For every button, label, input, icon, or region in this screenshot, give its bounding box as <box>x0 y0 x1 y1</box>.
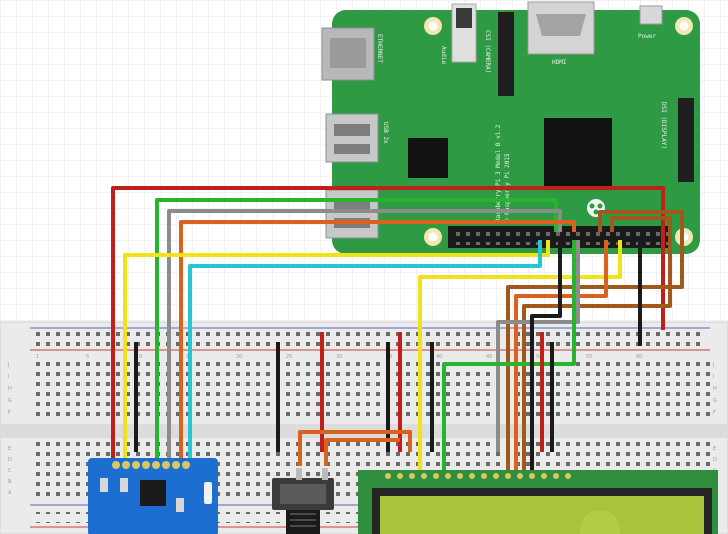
audio-jack <box>451 3 477 63</box>
col-number: 20 <box>236 354 242 360</box>
col-number: 10 <box>136 354 142 360</box>
col-number: 50 <box>536 354 542 360</box>
usb-label: USB 2x <box>382 122 389 144</box>
col-number: 1 <box>36 354 39 360</box>
raspberry-logo-icon <box>587 199 605 217</box>
lcd-screen <box>380 496 704 534</box>
usb-port-lower <box>325 189 379 239</box>
potentiometer[interactable] <box>272 468 334 534</box>
dsi-connector <box>678 98 694 182</box>
row-letter-j-right: J <box>712 362 714 368</box>
wire-cyan-signal[interactable] <box>188 240 542 462</box>
row-letter-e-right: E <box>713 446 716 452</box>
soc-chip <box>544 118 612 186</box>
sensor-module <box>88 458 218 534</box>
hdmi-label: HDMI <box>552 59 567 66</box>
wire-gray-lcd[interactable] <box>496 240 580 452</box>
wire-green-lcd[interactable] <box>442 240 576 470</box>
usb-controller-chip <box>408 138 448 178</box>
wires <box>111 186 684 470</box>
row-letter-e: E <box>8 446 11 452</box>
row-letter-a: A <box>8 490 12 496</box>
row-letter-d: D <box>8 457 12 463</box>
row-letter-i-right: I <box>713 374 714 380</box>
lcd-module <box>358 470 718 534</box>
row-letter-h: H <box>8 386 12 392</box>
row-letter-f: F <box>8 410 11 416</box>
wire-brown-lcd-1[interactable] <box>506 210 684 470</box>
wire-black-gpio-2[interactable] <box>530 240 562 470</box>
wire-brown-lcd-3[interactable] <box>522 216 672 470</box>
col-number: 40 <box>436 354 442 360</box>
wire-yellow-signal[interactable] <box>123 240 550 462</box>
usb-port-upper <box>325 113 379 163</box>
col-number: 60 <box>636 354 642 360</box>
model-label: Raspberry Pi 3 Model B v1.2 <box>495 124 502 222</box>
row-letter-d-right: D <box>713 457 717 463</box>
sensor-chip <box>140 480 166 506</box>
ethernet-port <box>321 27 375 81</box>
csi-label: CSI (CAMERA) <box>484 30 491 73</box>
wire-red-vcc[interactable] <box>111 186 665 462</box>
col-number: 30 <box>336 354 342 360</box>
csi-connector <box>498 12 514 96</box>
wire-green-signal[interactable] <box>155 198 558 462</box>
row-letter-j: J <box>7 362 9 368</box>
row-letter-b: B <box>8 479 12 485</box>
ethernet-label: ETHERNET <box>376 34 383 63</box>
row-letter-g-right: G <box>713 398 717 404</box>
row-letter-h-right: H <box>713 386 717 392</box>
row-letter-g: G <box>8 398 12 404</box>
col-number: 45 <box>486 354 492 360</box>
dsi-label: DSI (DISPLAY) <box>660 102 667 149</box>
col-number: 5 <box>86 354 89 360</box>
col-number: 25 <box>286 354 292 360</box>
row-letter-c: C <box>8 468 12 474</box>
col-number: 55 <box>586 354 592 360</box>
wire-yellow-lcd[interactable] <box>418 240 622 470</box>
wire-orange-pot[interactable] <box>298 430 412 466</box>
row-letter-i: I <box>8 374 9 380</box>
power-port <box>639 5 663 25</box>
wire-orange-signal[interactable] <box>179 220 576 462</box>
audio-label: Audio <box>440 46 447 64</box>
row-letter-f-right: F <box>713 410 716 416</box>
hdmi-port <box>527 1 595 55</box>
wire-orange-pot-2[interactable] <box>324 438 400 466</box>
power-label: Power <box>638 33 656 40</box>
